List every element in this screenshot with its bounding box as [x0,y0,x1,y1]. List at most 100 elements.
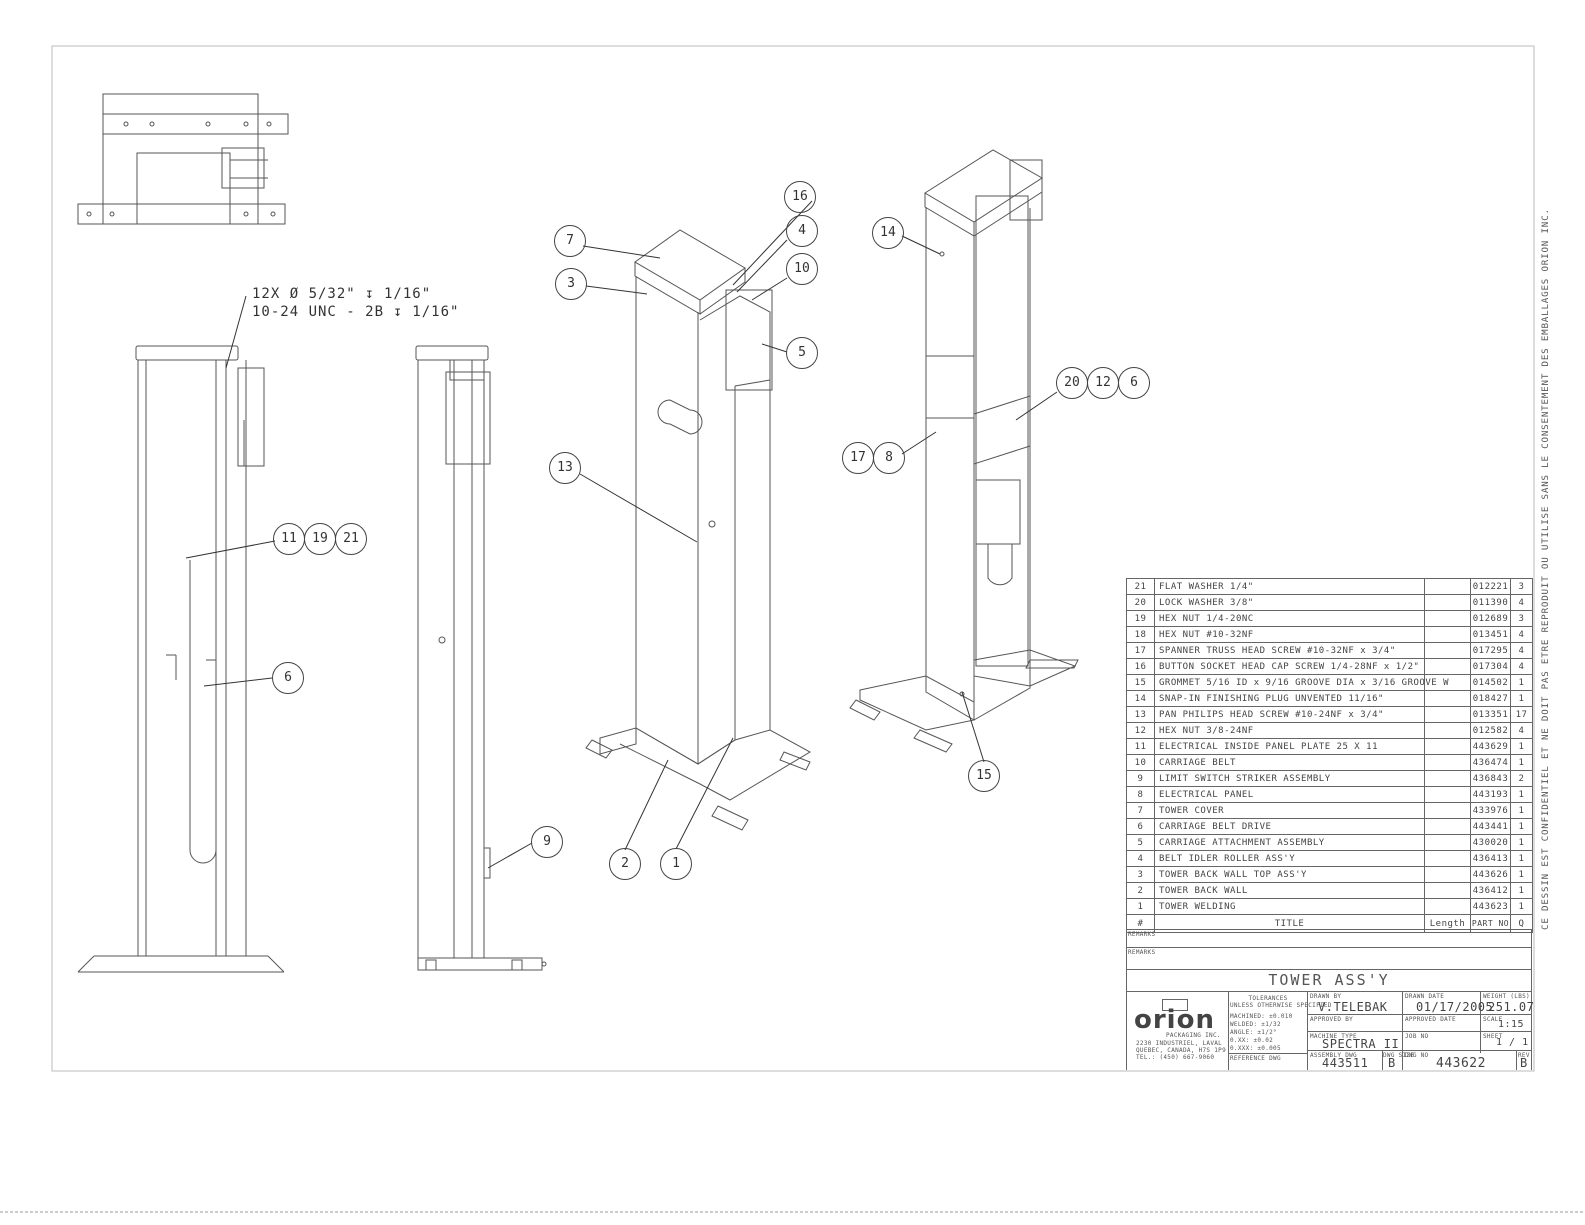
bom-item-number: 3 [1126,866,1155,883]
bom-item-qty: 1 [1510,802,1533,819]
drawn-date-label: DRAWN DATE [1405,993,1445,1000]
balloon-13: 13 [549,452,581,484]
job-no-label: JOB NO [1405,1033,1429,1040]
bom-item-qty: 17 [1510,706,1533,723]
bom-header-length: Length [1424,914,1471,933]
bom-item-number: 11 [1126,738,1155,755]
bom-item-number: 13 [1126,706,1155,723]
bom-item-title: LOCK WASHER 3/8" [1154,594,1425,611]
bom-item-qty: 1 [1510,882,1533,899]
top-view [77,93,289,225]
company-logo-text: orion [1134,1005,1215,1035]
bom-item-qty: 4 [1510,642,1533,659]
bom-item-title: ELECTRICAL INSIDE PANEL PLATE 25 X 11 [1154,738,1425,755]
approved-date-label: APPROVED DATE [1405,1016,1456,1023]
bom-item-title: PAN PHILIPS HEAD SCREW #10-24NF x 3/4" [1154,706,1425,723]
bom-item-qty: 1 [1510,850,1533,867]
bom-item-qty: 1 [1510,866,1533,883]
drawn-by-value: V.TELEBAK [1318,1000,1388,1014]
balloon-6-side: 6 [272,662,304,694]
bom-item-length [1424,706,1471,723]
bom-item-qty: 1 [1510,754,1533,771]
bom-item-part-no: 443623 [1470,898,1511,915]
bom-item-part-no: 430020 [1470,834,1511,851]
bom-item-number: 19 [1126,610,1155,627]
bom-item-part-no: 012582 [1470,722,1511,739]
bom-item-title: FLAT WASHER 1/4" [1154,578,1425,595]
bom-item-number: 8 [1126,786,1155,803]
bom-item-title: TOWER BACK WALL [1154,882,1425,899]
dwg-no-value: 443622 [1436,1056,1486,1071]
balloon-15: 15 [968,760,1000,792]
weight-label: WEIGHT (LBS) [1483,993,1530,1000]
bom-item-number: 7 [1126,802,1155,819]
rev-value: B [1520,1056,1528,1070]
hole-note-line-2: 10-24 UNC - 2B ↧ 1/16" [252,304,460,320]
bom-header-item: # [1126,914,1155,933]
bom-item-title: CARRIAGE ATTACHMENT ASSEMBLY [1154,834,1425,851]
bom-item-number: 17 [1126,642,1155,659]
bom-item-qty: 1 [1510,786,1533,803]
bom-item-length [1424,658,1471,675]
bom-item-part-no: 012689 [1470,610,1511,627]
bom-header-qty: Q [1510,914,1533,933]
drawn-by-label: DRAWN BY [1310,993,1342,1000]
bom-item-length [1424,770,1471,787]
balloon-14: 14 [872,217,904,249]
bom-item-title: ELECTRICAL PANEL [1154,786,1425,803]
tolerances-subtitle: UNLESS OTHERWISE SPECIFIED [1230,1002,1332,1009]
balloon-11: 11 [273,523,305,555]
machine-type-value: SPECTRA II [1322,1037,1400,1051]
balloon-1: 1 [660,848,692,880]
bom-item-part-no: 013451 [1470,626,1511,643]
bom-item-title: HEX NUT 3/8-24NF [1154,722,1425,739]
bom-item-qty: 3 [1510,610,1533,627]
bom-item-title: BUTTON SOCKET HEAD CAP SCREW 1/4-28NF x … [1154,658,1425,675]
company-address-1: 2230 INDUSTRIEL, LAVAL [1136,1040,1223,1047]
tolerance-line-3: ANGLE: ±1/2° [1230,1029,1277,1036]
scale-label: SCALE [1483,1016,1503,1023]
bom-item-length [1424,610,1471,627]
bom-item-length [1424,882,1471,899]
balloon-4: 4 [786,215,818,247]
balloon-7: 7 [554,225,586,257]
dwg-no-label: DWG NO [1405,1052,1429,1059]
bom-item-part-no: 443441 [1470,818,1511,835]
bom-item-part-no: 011390 [1470,594,1511,611]
side-view-right [415,345,547,971]
reference-dwg-label: REFERENCE DWG [1230,1055,1281,1062]
title-block: REMARKS REMARKS TOWER ASS'Y orion PACKAG… [1126,929,1534,1071]
bom-item-number: 20 [1126,594,1155,611]
drawing-title: TOWER ASS'Y [1268,971,1390,989]
approved-by-label: APPROVED BY [1310,1016,1354,1023]
bom-item-number: 1 [1126,898,1155,915]
bom-item-qty: 3 [1510,578,1533,595]
bom-item-title: GROMMET 5/16 ID x 9/16 GROOVE DIA x 3/16… [1154,674,1449,691]
vertical-notice: CE DESSIN EST CONFIDENTIEL ET NE DOIT PA… [1540,208,1551,930]
bom-item-number: 6 [1126,818,1155,835]
bom-item-title: TOWER BACK WALL TOP ASS'Y [1154,866,1425,883]
side-view-left [77,345,285,973]
bom-item-length [1424,594,1471,611]
bom-item-title: CARRIAGE BELT [1154,754,1425,771]
balloon-8: 8 [873,442,905,474]
assembly-dwg-value: 443511 [1322,1056,1369,1070]
bom-item-part-no: 443193 [1470,786,1511,803]
bom-item-part-no: 436843 [1470,770,1511,787]
sheet-label: SHEET [1483,1033,1503,1040]
bom-item-part-no: 443629 [1470,738,1511,755]
tolerance-line-1: MACHINED: ±0.010 [1230,1013,1293,1020]
bom-item-qty: 4 [1510,722,1533,739]
balloon-2: 2 [609,848,641,880]
rev-label: REV [1518,1052,1530,1059]
bom-item-part-no: 013351 [1470,706,1511,723]
bom-item-part-no: 436413 [1470,850,1511,867]
bom-item-part-no: 017295 [1470,642,1511,659]
